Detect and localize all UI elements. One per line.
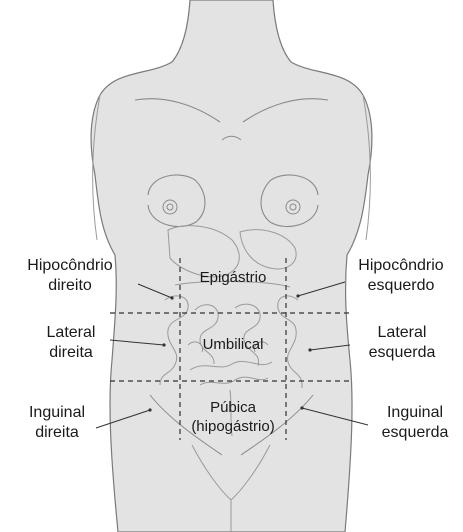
label-right-lateral: Lateral direita	[28, 323, 114, 363]
label-pubic: Púbica (hipogástrio)	[176, 398, 290, 436]
breast-left	[148, 175, 205, 227]
label-right-hypochondrium: Hipocôndrio direito	[6, 256, 134, 296]
label-epigastrium: Epigástrio	[182, 268, 284, 287]
label-umbilical: Umbilical	[182, 335, 284, 354]
label-left-inguinal: Inguinal esquerda	[368, 403, 462, 443]
label-right-inguinal: Inguinal direita	[14, 403, 100, 443]
label-left-lateral: Lateral esquerda	[352, 323, 452, 363]
label-left-hypochondrium: Hipocôndrio esquerdo	[340, 256, 462, 296]
